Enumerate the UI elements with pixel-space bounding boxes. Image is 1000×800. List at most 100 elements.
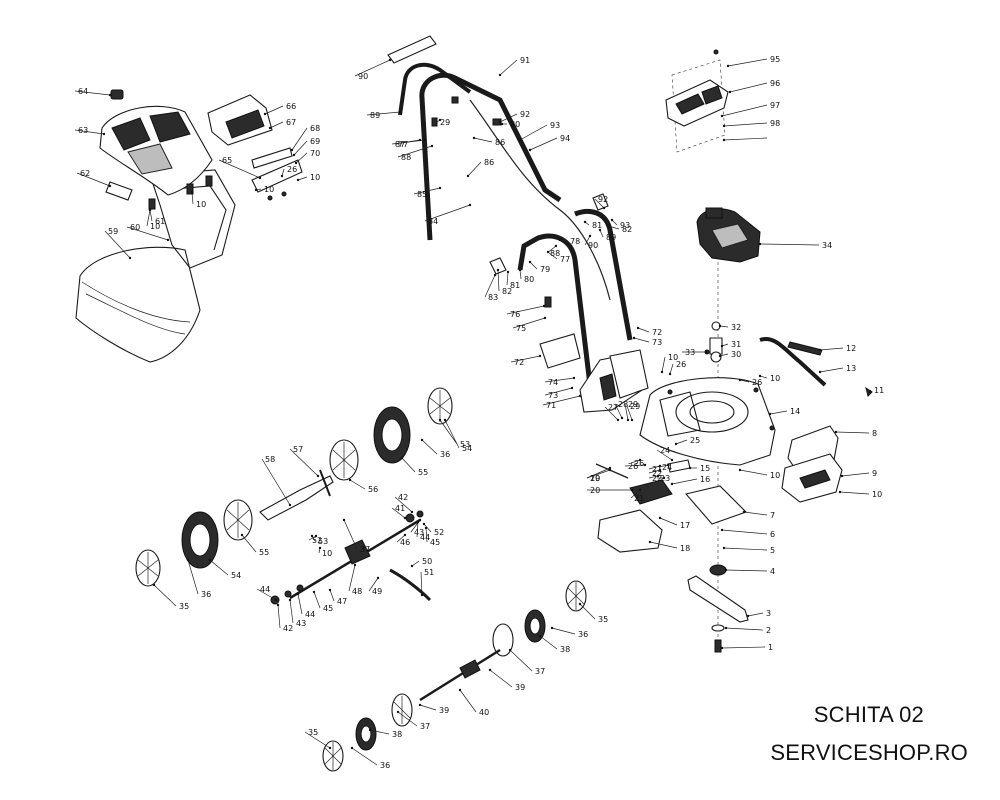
part-number-label: 29 bbox=[628, 400, 638, 409]
part-number-label: 97 bbox=[770, 101, 780, 110]
adjuster-plate bbox=[684, 485, 748, 525]
callout-leader-44-b18 bbox=[416, 521, 419, 538]
callout-leader-35-a34 bbox=[579, 603, 596, 620]
callout-anchor-9-a8 bbox=[840, 474, 844, 478]
callout-leader-8-a7 bbox=[835, 431, 870, 434]
callout-anchor-44-b18 bbox=[416, 520, 420, 524]
callout-leader-28-a27 bbox=[614, 403, 623, 419]
callout-anchor-56-a55 bbox=[348, 478, 352, 482]
part-number-label: 44 bbox=[305, 610, 315, 619]
part-number-label: 44 bbox=[260, 585, 270, 594]
part-number-label: 10 bbox=[150, 222, 160, 231]
part-number-label: 60 bbox=[130, 223, 140, 232]
callout-anchor-34-a33 bbox=[758, 242, 762, 246]
callout-anchor-37-b43 bbox=[342, 518, 346, 522]
callout-leader-26-b3 bbox=[739, 379, 750, 383]
part-number-label: 69 bbox=[310, 137, 320, 146]
callout-leader-30-a29 bbox=[719, 353, 729, 357]
callout-anchor-35-a34 bbox=[578, 602, 582, 606]
callout-anchor-11-a10 bbox=[868, 390, 872, 394]
part-number-label: 39 bbox=[439, 706, 449, 715]
part-number-label: 48 bbox=[352, 587, 362, 596]
callout-leader-88-a87 bbox=[397, 145, 433, 158]
part-number-label: 93 bbox=[620, 221, 630, 230]
callout-leader-10-b7 bbox=[146, 209, 151, 227]
callout-leader-84-a83 bbox=[424, 204, 471, 222]
part-number-label: 10 bbox=[770, 471, 780, 480]
callout-anchor-32-a31 bbox=[718, 324, 722, 328]
callout-anchor-90-b26 bbox=[588, 234, 592, 238]
part-number-label: 44 bbox=[420, 533, 430, 542]
callout-leader-66-a65 bbox=[264, 105, 284, 115]
part-number-label: 52 bbox=[312, 536, 322, 545]
callout-leader-94-a93 bbox=[529, 137, 558, 151]
callout-anchor-23-a22 bbox=[662, 476, 666, 480]
part-number-label: 61 bbox=[155, 217, 165, 226]
callout-leader-44-a43 bbox=[297, 593, 303, 615]
callout-anchor-36-b11 bbox=[420, 438, 424, 442]
part-number-label: 16 bbox=[700, 475, 710, 484]
engine bbox=[696, 207, 761, 263]
callout-anchor-29-a28 bbox=[626, 418, 630, 422]
rear-door bbox=[609, 349, 649, 399]
part-number-label: 21 bbox=[634, 494, 644, 503]
part-number-label: 91 bbox=[520, 56, 530, 65]
drive-belt bbox=[389, 568, 432, 602]
callout-anchor-10-b9 bbox=[296, 178, 300, 182]
part-number-label: 96 bbox=[770, 79, 780, 88]
part-number-label: 38 bbox=[560, 645, 570, 654]
callout-anchor-85-a84 bbox=[438, 186, 442, 190]
callout-leader-36-b11 bbox=[421, 439, 438, 455]
callout-anchor-82-a81 bbox=[496, 268, 500, 272]
part-number-label: 42 bbox=[398, 493, 408, 502]
callout-leader-85-a84 bbox=[413, 187, 441, 195]
callout-leader-57-a56 bbox=[289, 448, 319, 477]
callout-anchor-50-a49 bbox=[410, 564, 414, 568]
callout-leader-37-a36 bbox=[509, 649, 533, 672]
callout-anchor-52-b45 bbox=[314, 534, 318, 538]
brake-lever bbox=[398, 62, 472, 116]
part-number-label: 2 bbox=[766, 626, 771, 635]
callout-leader-22-b37 bbox=[648, 475, 659, 479]
grass-bag-assembly bbox=[75, 89, 236, 363]
callout-leader-13-a12 bbox=[819, 367, 844, 373]
callout-anchor-54-b15 bbox=[208, 558, 212, 562]
callout-leader-52-b45 bbox=[308, 535, 317, 541]
part-number-label: 37 bbox=[360, 545, 370, 554]
callout-anchor-74-a73 bbox=[572, 376, 576, 380]
part-number-label: 58 bbox=[265, 455, 275, 464]
callout-leader-22-a21 bbox=[648, 469, 661, 474]
callout-leader-1-a0 bbox=[721, 646, 766, 649]
callout-leader-9-a8 bbox=[841, 472, 870, 477]
callout-anchor-10-b7 bbox=[148, 208, 152, 212]
part-number-label: 3 bbox=[766, 609, 771, 618]
part-number-label: 11 bbox=[874, 386, 884, 395]
part-number-label: 12 bbox=[846, 344, 856, 353]
callout-anchor-43-b17 bbox=[418, 518, 422, 522]
callout-leader-21-a20 bbox=[648, 465, 661, 470]
callout-anchor-20-b36 bbox=[608, 468, 612, 472]
part-number-label: 90 bbox=[358, 72, 368, 81]
blade-bolt bbox=[714, 639, 722, 653]
callout-leader-83-a82 bbox=[484, 274, 496, 298]
callout-anchor-90-a89 bbox=[388, 58, 392, 62]
part-number-label: 18 bbox=[680, 544, 690, 553]
callout-leader-61-a60 bbox=[149, 209, 153, 222]
part-callouts: 1234567891011121314151617181920212223242… bbox=[74, 55, 884, 770]
part-number-label: 37 bbox=[535, 667, 545, 676]
part-number-label: 74 bbox=[548, 378, 558, 387]
callout-leader-4-a3 bbox=[725, 569, 768, 572]
callout-anchor-36-a35 bbox=[550, 626, 554, 630]
callout-leader-37-b43 bbox=[343, 519, 358, 550]
callout-anchor-82-b33 bbox=[606, 224, 610, 228]
part-number-label: 22 bbox=[652, 469, 662, 478]
adjuster-lever bbox=[629, 479, 673, 505]
callout-anchor-8-a7 bbox=[834, 430, 838, 434]
height-adjust-assembly bbox=[595, 459, 748, 553]
callout-leader-29-b5 bbox=[626, 405, 633, 421]
part-number-label: 25 bbox=[690, 436, 700, 445]
part-number-label: 35 bbox=[179, 602, 189, 611]
callout-anchor-84-a83 bbox=[468, 203, 472, 207]
callout-anchor-25-a24 bbox=[674, 442, 678, 446]
